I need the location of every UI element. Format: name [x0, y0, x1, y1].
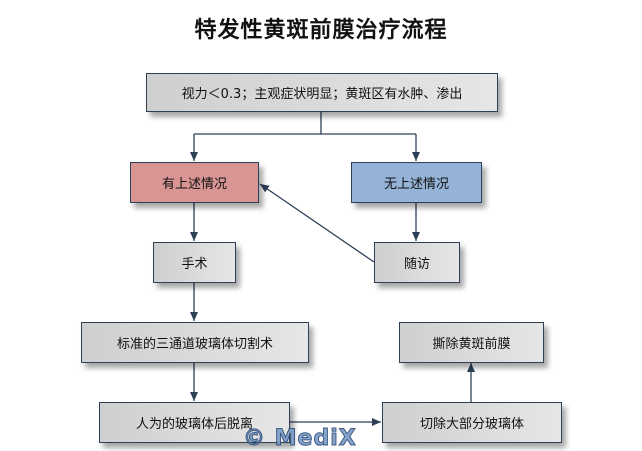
node-peel-erm-label: 撕除黄斑前膜 — [432, 337, 511, 352]
node-surgery-label: 手术 — [181, 257, 208, 272]
node-surgery: 手术 — [153, 242, 236, 283]
node-follow-up: 随访 — [374, 242, 460, 283]
node-has-condition: 有上述情况 — [130, 162, 259, 203]
node-no-condition: 无上述情况 — [351, 162, 482, 203]
node-criteria: 视力＜0.3；主观症状明显；黄斑区有水肿、渗出 — [146, 73, 498, 112]
node-remove-vitreous: 切除大部分玻璃体 — [382, 402, 562, 443]
node-has-condition-label: 有上述情况 — [161, 177, 227, 192]
node-vitrectomy-label: 标准的三通道玻璃体切割术 — [116, 337, 273, 352]
node-remove-vitreous-label: 切除大部分玻璃体 — [419, 417, 524, 432]
node-vitrectomy: 标准的三通道玻璃体切割术 — [81, 322, 309, 363]
node-pvd-label: 人为的玻璃体后脱离 — [135, 417, 253, 432]
connector-criteria-split — [194, 111, 416, 135]
node-criteria-label: 视力＜0.3；主观症状明显；黄斑区有水肿、渗出 — [181, 87, 463, 102]
diagram-title: 特发性黄斑前膜治疗流程 — [194, 18, 448, 43]
node-follow-up-label: 随访 — [403, 257, 430, 272]
watermark: © MediX — [243, 426, 357, 451]
arrow-follow-up-to-has-condition — [259, 183, 375, 263]
node-pvd: 人为的玻璃体后脱离 — [99, 402, 290, 443]
node-no-condition-label: 无上述情况 — [383, 177, 449, 192]
node-peel-erm: 撕除黄斑前膜 — [399, 322, 544, 363]
